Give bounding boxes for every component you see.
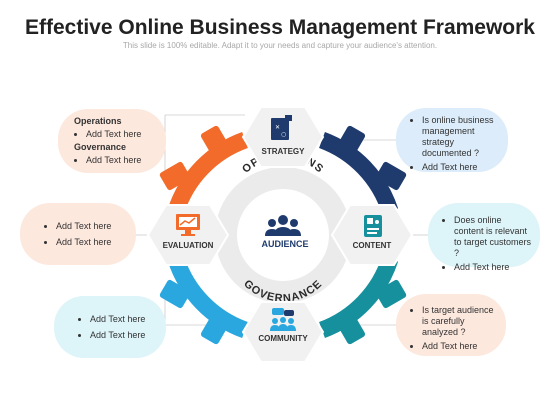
list-item: Add Text here xyxy=(90,313,166,326)
hex-label-community: COMMUNITY xyxy=(258,334,308,343)
hex-label-content: CONTENT xyxy=(352,241,392,250)
strategy-icon: ✕ ○ xyxy=(271,115,292,140)
community-icon xyxy=(270,308,296,331)
content-icon xyxy=(364,215,382,237)
bubble-mid-right: Does online content is relevant to targe… xyxy=(428,203,540,272)
list-item: Add Text here xyxy=(90,329,166,342)
list-item: Add Text here xyxy=(422,162,500,173)
navy-tooth-2 xyxy=(375,161,407,191)
svg-text:✕: ✕ xyxy=(275,124,280,131)
list-item: Is target audience is carefully analyzed… xyxy=(422,305,498,338)
sky-tooth-2 xyxy=(200,313,230,345)
teal-tooth-1 xyxy=(375,279,407,309)
list-item: Is online business management strategy d… xyxy=(422,115,500,159)
page-subtitle: This slide is 100% editable. Adapt it to… xyxy=(122,41,438,50)
list-item: Add Text here xyxy=(86,154,166,167)
list-item: Add Text here xyxy=(86,128,166,141)
hex-community xyxy=(241,301,325,363)
bubble-mid-left: Add Text here Add Text here xyxy=(20,203,136,265)
hex-label-evaluation: EVALUATION xyxy=(162,241,214,250)
bubble-heading-operations: Operations xyxy=(74,116,122,126)
bubble-bottom-right: Is target audience is carefully analyzed… xyxy=(396,294,506,356)
center-label: AUDIENCE xyxy=(261,239,309,249)
orange-arc xyxy=(167,131,249,214)
orange-tooth-1 xyxy=(200,125,230,157)
bubble-top-right: Is online business management strategy d… xyxy=(396,108,508,172)
hex-label-strategy: STRATEGY xyxy=(261,147,305,156)
navy-arc xyxy=(318,132,399,214)
sky-tooth-1 xyxy=(159,279,191,309)
navy-tooth-1 xyxy=(336,125,366,157)
page-title: Effective Online Business Management Fra… xyxy=(25,16,535,39)
list-item: Does online content is relevant to targe… xyxy=(454,215,532,259)
list-item: Add Text here xyxy=(56,220,136,233)
list-item: Add Text here xyxy=(56,236,136,249)
bubble-heading-governance: Governance xyxy=(74,142,127,152)
list-item: Add Text here xyxy=(454,262,532,273)
evaluation-icon xyxy=(176,214,200,236)
orange-tooth-2 xyxy=(159,161,191,191)
teal-arc xyxy=(318,256,399,338)
list-item: Add Text here xyxy=(422,341,498,352)
teal-tooth-2 xyxy=(336,313,366,345)
svg-text:○: ○ xyxy=(281,131,286,138)
bubble-bottom-left: Add Text here Add Text here xyxy=(54,296,166,358)
bubble-top-left: Operations Add Text here Governance Add … xyxy=(58,109,166,173)
sky-arc xyxy=(167,256,249,339)
audience-icon xyxy=(265,215,301,236)
